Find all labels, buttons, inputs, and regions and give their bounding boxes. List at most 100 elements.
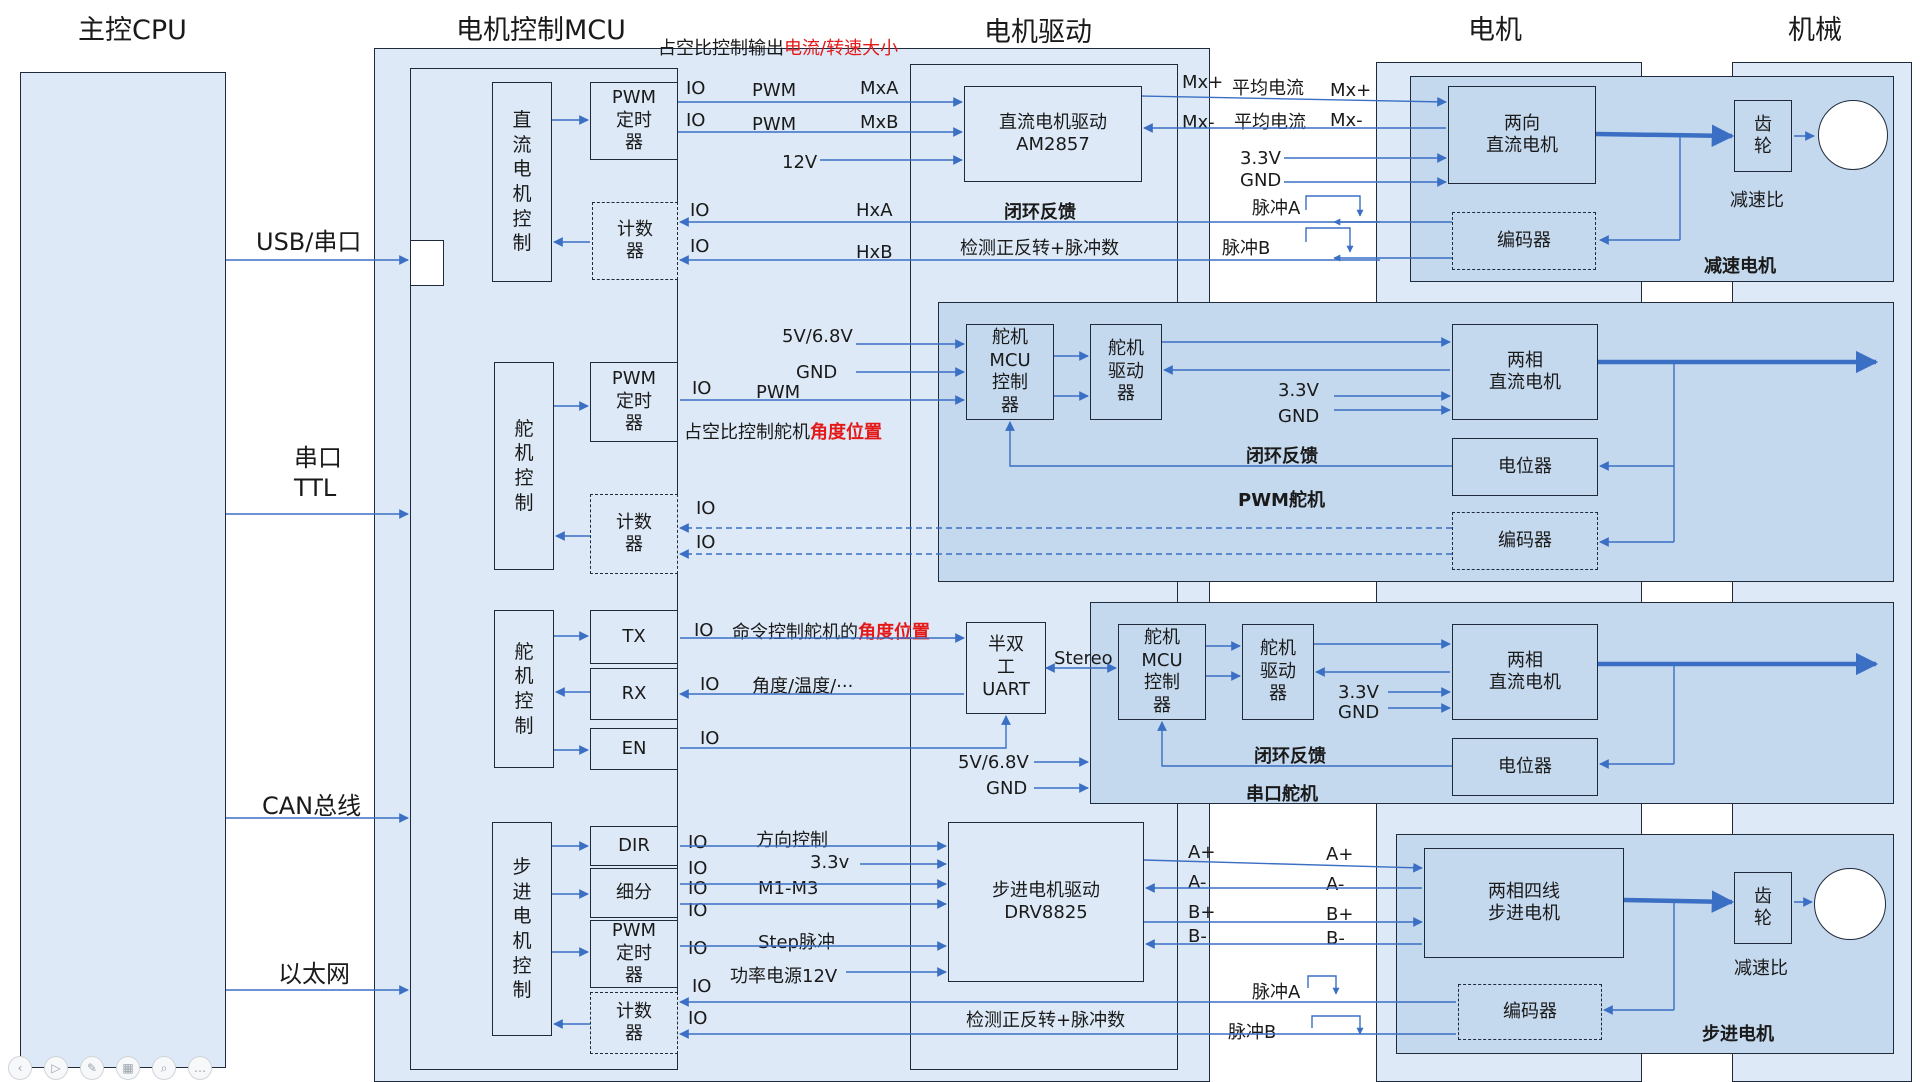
stepper-motor-block: 两相四线 步进电机 — [1424, 848, 1624, 958]
dc-pwm-timer: PWM 定时 器 — [590, 82, 678, 160]
stepper-io-7: IO — [688, 1008, 708, 1029]
dc-sig-mxb: MxB — [860, 112, 899, 133]
uart-rx[interactable]: RX — [590, 668, 678, 720]
servo-uart-title: 串口舵机 — [1246, 784, 1318, 805]
can-bus-label: CAN总线 — [262, 792, 362, 820]
servo-pwm-potentiometer: 电位器 — [1452, 438, 1598, 496]
dc-motor-control-block: 直 流 电 机 控 制 — [492, 82, 552, 282]
dc-pulse-b: 脉冲B — [1222, 238, 1271, 259]
stepper-io-6: IO — [692, 976, 712, 997]
stepper-output-shaft-icon — [1814, 868, 1886, 940]
dc-sig-pwm2: PWM — [752, 114, 797, 135]
dc-counter: 计数 器 — [592, 202, 678, 280]
dc-sig-12v: 12V — [782, 152, 818, 173]
dc-io-3: IO — [690, 200, 710, 221]
uart-tx[interactable]: TX — [590, 610, 678, 664]
servo-pwm-io: IO — [692, 378, 712, 399]
header-mechanical: 机械 — [1788, 15, 1842, 46]
ttl-label-1: 串口 — [294, 444, 342, 472]
servo-pwm-title: PWM舵机 — [1238, 490, 1325, 511]
header-driver: 电机驱动 — [984, 17, 1092, 48]
servo-uart-motor: 两相 直流电机 — [1452, 624, 1598, 720]
servo-pwm-5v: 5V/6.8V — [782, 326, 853, 347]
stepper-b-minus-l: B- — [1188, 926, 1207, 947]
stepper-gear: 齿 轮 — [1734, 872, 1792, 944]
servo-pwm-note: 占空比控制舵机角度位置 — [684, 422, 882, 443]
servo-pwm-counter: 计数 器 — [590, 494, 678, 574]
stepper-dir: DIR — [590, 826, 678, 866]
servo-pwm-driver: 舵机 驱动 器 — [1090, 324, 1162, 420]
stepper-io-4: IO — [688, 900, 708, 921]
servo-pwm-encoder: 编码器 — [1452, 512, 1598, 570]
stepper-m1m3: M1-M3 — [758, 878, 819, 899]
stepper-encoder: 编码器 — [1458, 984, 1602, 1040]
stepper-io-5: IO — [688, 938, 708, 959]
uart-gnd: GND — [986, 778, 1028, 799]
stepper-pulse-b: 脉冲B — [1228, 1022, 1277, 1043]
dc-encoder: 编码器 — [1452, 212, 1596, 270]
servo-pwm-3v3: 3.3V — [1278, 380, 1319, 401]
stepper-a-plus-l: A+ — [1188, 842, 1216, 863]
dc-closed-loop-label: 闭环反馈 — [1004, 202, 1076, 223]
stepper-motor-title: 步进电机 — [1702, 1024, 1774, 1045]
servo-pwm-pwm: PWM — [756, 382, 801, 403]
dc-mx-plus-right: Mx+ — [1330, 80, 1372, 101]
servo-uart-mcu: 舵机 MCU 控制 器 — [1118, 624, 1206, 720]
usb-port[interactable] — [410, 240, 444, 286]
servo-pwm-gnd: GND — [796, 362, 838, 383]
dc-reduction-ratio: 减速比 — [1730, 190, 1784, 211]
dc-sig-hxa: HxA — [856, 200, 893, 221]
dc-mx-plus-left: Mx+ — [1182, 72, 1224, 93]
servo-uart-gnd: GND — [1338, 702, 1380, 723]
servo-uart-closed-loop: 闭环反馈 — [1254, 746, 1326, 767]
zoom-icon[interactable]: ⌕ — [152, 1056, 176, 1080]
stepper-b-plus-r: B+ — [1326, 904, 1354, 925]
dc-mx-minus-right: Mx- — [1330, 110, 1363, 131]
dc-output-shaft-icon — [1818, 100, 1888, 170]
uart-5v: 5V/6.8V — [958, 752, 1029, 773]
dc-gear-motor-title: 减速电机 — [1704, 256, 1776, 277]
stepper-a-minus-r: A- — [1326, 874, 1345, 895]
dc-sig-pwm1: PWM — [752, 80, 797, 101]
servo-pwm-motor: 两相 直流电机 — [1452, 324, 1598, 420]
usb-serial-label: USB/串口 — [256, 228, 362, 256]
stepper-microstep: 细分 — [590, 868, 678, 918]
stepper-io-3: IO — [688, 878, 708, 899]
dc-io-1: IO — [686, 78, 706, 99]
stepper-a-plus-r: A+ — [1326, 844, 1354, 865]
header-mcu: 电机控制MCU — [456, 15, 626, 46]
pen-icon[interactable]: ✎ — [80, 1056, 104, 1080]
dc-io-2: IO — [686, 110, 706, 131]
stepper-3v3: 3.3v — [810, 852, 850, 873]
servo-uart-control-block: 舵 机 控 制 — [494, 610, 554, 768]
dc-io-4: IO — [690, 236, 710, 257]
servo-uart-potentiometer: 电位器 — [1452, 738, 1598, 796]
stepper-counter: 计数 器 — [590, 992, 678, 1054]
play-icon[interactable]: ▷ — [44, 1056, 68, 1080]
grid-icon[interactable]: ▦ — [116, 1056, 140, 1080]
stepper-io-1: IO — [688, 832, 708, 853]
dc-gnd: GND — [1240, 170, 1282, 191]
dc-pulse-a: 脉冲A — [1252, 198, 1301, 219]
servo-pwm-timer: PWM 定时 器 — [590, 362, 678, 442]
ttl-label-2: TTL — [294, 474, 337, 502]
dc-driver-am2857: 直流电机驱动 AM2857 — [964, 86, 1142, 182]
dc-detect-label: 检测正反转+脉冲数 — [960, 238, 1120, 259]
dc-3v3: 3.3V — [1240, 148, 1281, 169]
uart-io-3: IO — [700, 728, 720, 749]
stepper-detect: 检测正反转+脉冲数 — [966, 1010, 1126, 1031]
uart-rx-note: 角度/温度/··· — [752, 676, 854, 697]
stepper-reduction-ratio: 减速比 — [1734, 958, 1788, 979]
servo-pwm-gnd-2: GND — [1278, 406, 1320, 427]
dc-sig-mxa: MxA — [860, 78, 899, 99]
servo-pwm-mcu: 舵机 MCU 控制 器 — [966, 324, 1054, 420]
header-motor: 电机 — [1468, 15, 1522, 46]
header-cpu: 主控CPU — [78, 15, 187, 46]
cpu-panel — [20, 72, 226, 1068]
back-icon[interactable]: ‹ — [8, 1056, 32, 1080]
ethernet-label: 以太网 — [278, 960, 350, 988]
uart-en[interactable]: EN — [590, 728, 678, 770]
servo-uart-3v3: 3.3V — [1338, 682, 1379, 703]
more-icon[interactable]: … — [188, 1056, 212, 1080]
